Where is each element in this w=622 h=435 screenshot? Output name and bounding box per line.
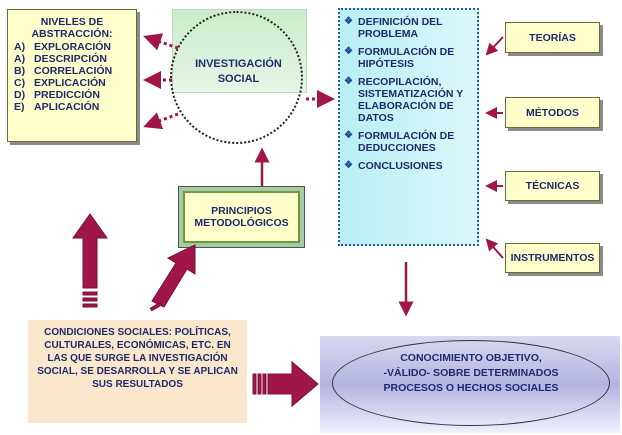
big-arrow-up [72,213,108,308]
conocimiento-label: CONOCIMIENTO OBJETIVO, -VÁLIDO- SOBRE DE… [383,352,559,394]
instrumentos-box: INSTRUMENTOS [505,243,600,273]
dotted-arrow [143,33,179,51]
big-arrow-right [252,360,319,408]
conocimiento-ellipse [332,340,610,426]
principios-box: PRINCIPIOS METODOLÓGICOS [178,186,305,248]
dotted-arrow [143,112,179,130]
arrow-instrumentos [485,238,504,259]
proceso-item: ❖CONCLUSIONES [344,160,443,172]
tecnicas-box: TÉCNICAS [505,171,600,201]
proceso-item: ❖RECOPILACIÓN, SISTEMATIZACIÓN Y ELABORA… [344,76,464,124]
niveles-abstraccion-box: NIVELES DE ABSTRACCIÓN: A)EXPLORACIÓN A)… [7,9,137,142]
teorias-box: TEORÍAS [505,22,600,53]
niveles-title: NIVELES DE ABSTRACCIÓN: [31,16,113,40]
investigacion-label: INVESTIGACIÓN SOCIAL [195,58,282,85]
bullet-icon: ❖ [344,76,353,87]
arrows-instrumental [485,36,504,259]
bullet-icon: ❖ [344,46,353,57]
niveles-item: A)DESCRIPCIÓN [14,53,107,65]
niveles-item: D)PREDICCIÓN [14,89,100,101]
metodos-box: MÉTODOS [505,97,600,128]
condiciones-sociales-box: CONDICIONES SOCIALES: POLÍTICAS, CULTURA… [28,320,247,423]
niveles-item: B)CORRELACIÓN [14,65,113,77]
proceso-item: ❖FORMULACIÓN DE HIPÓTESIS [344,46,455,70]
bullet-icon: ❖ [344,16,353,27]
niveles-item: E)APLICACIÓN [14,101,100,113]
dotted-arrows-niveles [143,33,179,130]
proceso-item: ❖FORMULACIÓN DE DEDUCCIONES [344,130,455,154]
big-arrow-diagonal [149,244,196,312]
investigacion-circle [170,11,303,144]
niveles-item: C)EXPLICACIÓN [14,77,106,89]
niveles-item: A)EXPLORACIÓN [14,41,112,53]
bullet-icon: ❖ [344,160,353,171]
principios-line1: PRINCIPIOS [211,205,272,217]
proceso-item: ❖DEFINICIÓN DEL PROBLEMA [344,16,443,40]
arrow-teorias [485,36,504,56]
principios-line2: METODOLÓGICOS [194,217,289,229]
bullet-icon: ❖ [344,130,353,141]
proceso-box: ❖DEFINICIÓN DEL PROBLEMA ❖FORMULACIÓN DE… [338,8,479,246]
